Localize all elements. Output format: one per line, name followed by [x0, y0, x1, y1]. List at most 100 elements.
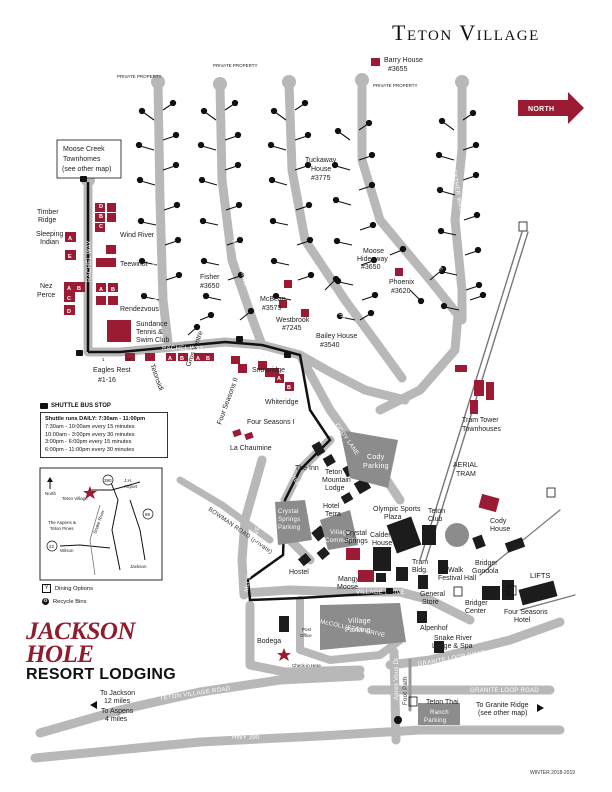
svg-text:Parking: Parking — [345, 627, 371, 634]
svg-text:Terra: Terra — [325, 511, 341, 518]
svg-text:Bailey House: Bailey House — [316, 333, 357, 340]
svg-text:#1-16: #1-16 — [98, 377, 116, 384]
svg-text:Four Seasons I: Four Seasons I — [247, 419, 295, 426]
svg-text:Village: Village — [348, 618, 371, 625]
svg-text:Teton: Teton — [428, 508, 445, 515]
svg-text:Tetonsidi: Tetonsidi — [148, 363, 164, 392]
svg-text:C: C — [99, 224, 103, 230]
road-label: Foot Path — [403, 676, 409, 705]
parking-lots — [275, 430, 460, 725]
private-label: PRIVATE PROPERTY — [213, 63, 258, 68]
svg-text:Center: Center — [465, 608, 487, 615]
recycle-icon — [394, 716, 402, 724]
svg-text:To Aspens: To Aspens — [101, 708, 134, 715]
fork-knife-icon: Y — [42, 584, 51, 593]
svg-text:Club: Club — [428, 516, 443, 523]
legend-dining: Y Dining Options — [42, 584, 93, 593]
page-title: Teton Village — [392, 20, 540, 45]
road-label: GRANITE LOOP ROAD — [470, 688, 539, 694]
svg-text:Teton Thai: Teton Thai — [426, 699, 459, 706]
svg-text:Jackson: Jackson — [130, 564, 147, 569]
svg-text:#3650: #3650 — [200, 283, 220, 290]
shuttle-legend: SHUTTLE BUS STOP Shuttle runs DAILY: 7:3… — [40, 403, 168, 458]
svg-text:(see other map): (see other map) — [62, 166, 111, 173]
svg-text:Eagles Rest: Eagles Rest — [93, 367, 131, 374]
svg-text:A: A — [196, 356, 200, 362]
svg-text:Plaza: Plaza — [384, 514, 402, 521]
svg-text:Lodge: Lodge — [325, 485, 345, 492]
svg-text:Rendezvous: Rendezvous — [120, 306, 159, 313]
svg-text:Bodega: Bodega — [257, 638, 281, 645]
svg-text:B: B — [111, 287, 115, 293]
svg-text:General: General — [420, 591, 445, 598]
svg-text:Barry House: Barry House — [384, 57, 423, 64]
svg-text:Olympic Sports: Olympic Sports — [373, 506, 421, 513]
svg-text:Walk: Walk — [448, 567, 464, 574]
svg-text:Fisher: Fisher — [200, 274, 220, 281]
svg-text:Mangy: Mangy — [338, 576, 360, 583]
svg-text:#3650: #3650 — [361, 264, 381, 271]
svg-text:Hostel: Hostel — [289, 569, 309, 576]
svg-text:B: B — [287, 385, 291, 391]
svg-text:A: A — [68, 236, 72, 242]
svg-text:B: B — [99, 214, 103, 220]
svg-text:C: C — [67, 296, 71, 302]
svg-text:North: North — [45, 491, 57, 496]
season-label: WINTER 2018-2019 — [530, 770, 576, 776]
svg-text:A: A — [277, 376, 281, 382]
schedule-box: Shuttle runs DAILY: 7:30am - 11:00pm 7:3… — [40, 412, 168, 458]
svg-text:Crystal: Crystal — [278, 509, 299, 515]
road-label: Apres Vous Dr — [394, 657, 400, 700]
svg-text:House: House — [372, 540, 392, 547]
svg-text:La Chaumine: La Chaumine — [230, 445, 272, 452]
svg-text:Nez: Nez — [40, 283, 53, 290]
schedule-row: 3:00pm - 6:00pm every 15 minutes — [45, 439, 132, 445]
svg-text:To Granite Ridge: To Granite Ridge — [476, 702, 529, 709]
svg-text:Wilson: Wilson — [60, 548, 74, 553]
svg-text:Crystal: Crystal — [345, 530, 367, 537]
svg-text:18: 18 — [126, 357, 132, 362]
check-in-star — [277, 648, 291, 661]
lodging-properties — [64, 58, 500, 582]
svg-text:#3575: #3575 — [262, 305, 282, 312]
svg-text:B: B — [180, 356, 184, 362]
svg-text:Moose: Moose — [363, 248, 384, 255]
svg-text:Tuckaway: Tuckaway — [305, 157, 337, 164]
bus-icon — [40, 403, 48, 409]
svg-text:A: A — [168, 356, 172, 362]
svg-text:A: A — [99, 287, 103, 293]
svg-text:Sundance: Sundance — [136, 321, 168, 328]
svg-text:Village: Village — [330, 530, 350, 536]
svg-text:Lodge & Spa: Lodge & Spa — [432, 643, 473, 650]
svg-text:390: 390 — [104, 478, 112, 483]
schedule-row: 6:00pm - 11:00pm every 30 minutes — [45, 446, 135, 453]
svg-text:D: D — [99, 204, 103, 210]
svg-text:B: B — [77, 286, 81, 292]
svg-text:House: House — [311, 166, 331, 173]
svg-text:Tram Tower: Tram Tower — [462, 417, 499, 424]
svg-text:Caldera: Caldera — [370, 532, 395, 539]
svg-text:Phoenix: Phoenix — [389, 279, 415, 286]
road-label: VILLAGE DRIVE — [356, 590, 405, 596]
svg-text:Airport: Airport — [124, 484, 138, 489]
svg-text:89: 89 — [145, 512, 151, 517]
svg-text:LIFTS: LIFTS — [530, 571, 550, 580]
svg-text:#3540: #3540 — [320, 342, 340, 349]
svg-text:Hideaway: Hideaway — [357, 256, 388, 263]
svg-text:Teton Village: Teton Village — [62, 496, 88, 501]
svg-text:Parking: Parking — [278, 525, 300, 531]
dining-icons — [408, 221, 556, 707]
svg-text:Mountain: Mountain — [322, 477, 351, 484]
svg-text:Teewinot: Teewinot — [120, 261, 148, 268]
svg-text:Moose Creek: Moose Creek — [63, 146, 105, 153]
inset-map: North Teton Village The Aspens &Teton Pi… — [39, 467, 163, 581]
svg-text:22: 22 — [49, 544, 55, 549]
svg-text:Teton Pines: Teton Pines — [50, 526, 74, 531]
svg-text:Bridger: Bridger — [475, 560, 498, 567]
svg-text:Sleeping: Sleeping — [36, 231, 63, 238]
svg-text:Whiteridge: Whiteridge — [265, 399, 299, 406]
svg-text:To Jackson: To Jackson — [100, 690, 135, 697]
arrow-east-icon — [537, 704, 544, 712]
